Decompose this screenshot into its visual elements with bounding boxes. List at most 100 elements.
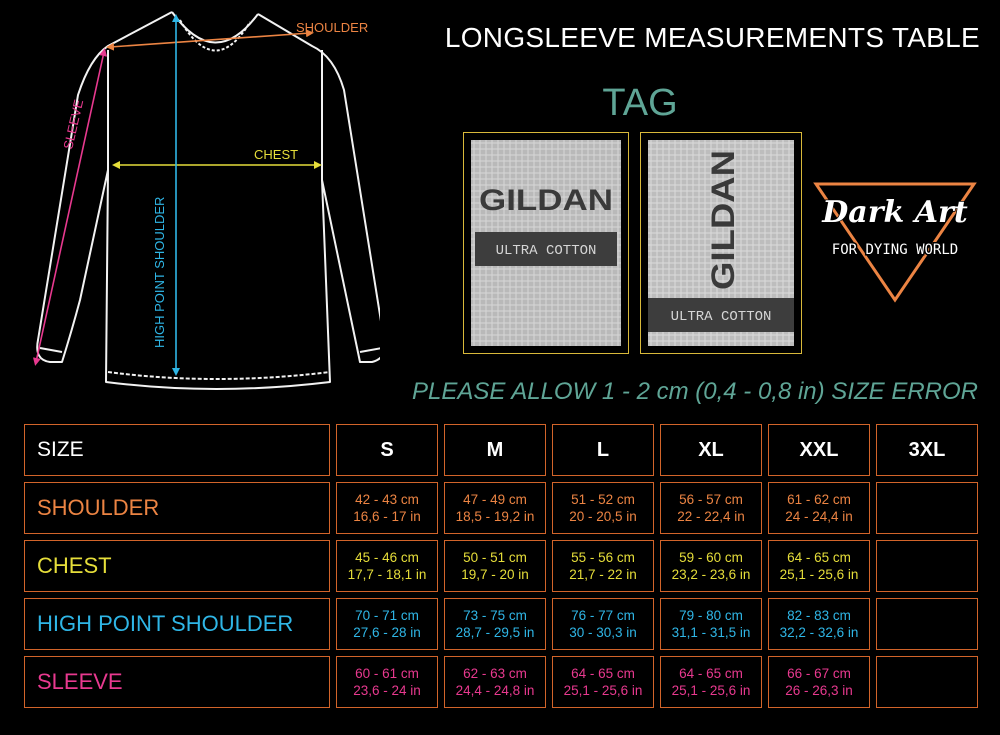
shirt-outline — [36, 11, 380, 390]
measurement-in: 23,6 - 24 in — [353, 683, 421, 698]
size-header-xl: XL — [660, 424, 762, 476]
longsleeve-diagram: SHOULDER CHEST HIGH POINT SHOULDER SLEEV… — [32, 11, 380, 390]
measurement-cell — [876, 656, 978, 708]
measurement-cell: 60 - 61 cm 23,6 - 24 in — [336, 656, 438, 708]
measurement-cell: 50 - 51 cm 19,7 - 20 in — [444, 540, 546, 592]
measurement-cell: 56 - 57 cm 22 - 22,4 in — [660, 482, 762, 534]
dark-art-logo: Dark Art FOR DYING WORLD — [813, 182, 977, 303]
measurement-cm: 51 - 52 cm — [571, 492, 635, 507]
table-row-sleeve: SLEEVE 60 - 61 cm 23,6 - 24 in 62 - 63 cm 24… — [24, 656, 978, 708]
measurement-in: 30 - 30,3 in — [569, 625, 637, 640]
measurement-in: 20 - 20,5 in — [569, 509, 637, 524]
measurement-cm: 73 - 75 cm — [463, 608, 527, 623]
measurement-cell: 55 - 56 cm 21,7 - 22 in — [552, 540, 654, 592]
tag-photo-vertical: GILDAN ULTRA COTTON — [640, 132, 802, 354]
measurement-cm: 59 - 60 cm — [679, 550, 743, 565]
size-header-l: L — [552, 424, 654, 476]
measurement-cm: 61 - 62 cm — [787, 492, 851, 507]
measurement-cm: 56 - 57 cm — [679, 492, 743, 507]
measurement-cm: 50 - 51 cm — [463, 550, 527, 565]
measurement-cell: 79 - 80 cm 31,1 - 31,5 in — [660, 598, 762, 650]
measurement-in: 28,7 - 29,5 in — [455, 625, 535, 640]
hps-label: HIGH POINT SHOULDER — [152, 197, 167, 348]
measurement-cm: 82 - 83 cm — [787, 608, 851, 623]
measurement-cm: 79 - 80 cm — [679, 608, 743, 623]
measurement-cell: 64 - 65 cm 25,1 - 25,6 in — [768, 540, 870, 592]
size-error-note: PLEASE ALLOW 1 - 2 cm (0,4 - 0,8 in) SIZ… — [412, 378, 978, 405]
tag-sub-text: ULTRA COTTON — [496, 243, 597, 259]
measurement-cell: 59 - 60 cm 23,2 - 23,6 in — [660, 540, 762, 592]
logo-line1: Dark Art — [821, 195, 968, 230]
sleeve-label: SLEEVE — [60, 98, 86, 151]
chest-label: CHEST — [254, 147, 298, 162]
measurement-cell — [876, 598, 978, 650]
measurement-in: 26 - 26,3 in — [785, 683, 853, 698]
measurement-cm: 64 - 65 cm — [787, 550, 851, 565]
measurement-cell: 82 - 83 cm 32,2 - 32,6 in — [768, 598, 870, 650]
size-header-xxl: XXL — [768, 424, 870, 476]
size-header-3xl: 3XL — [876, 424, 978, 476]
measurement-in: 17,7 - 18,1 in — [347, 567, 427, 582]
measurement-cell: 47 - 49 cm 18,5 - 19,2 in — [444, 482, 546, 534]
measurement-cm: 64 - 65 cm — [679, 666, 743, 681]
measurement-cm: 42 - 43 cm — [355, 492, 419, 507]
shoulder-line — [106, 29, 314, 51]
table-body: SHOULDER 42 - 43 cm 16,6 - 17 in 47 - 49 cm… — [24, 482, 978, 708]
measurement-in: 32,2 - 32,6 in — [779, 625, 859, 640]
tag-brand-text-vertical: GILDAN — [705, 150, 741, 290]
measurement-in: 25,1 - 25,6 in — [563, 683, 643, 698]
measurement-cm: 66 - 67 cm — [787, 666, 851, 681]
measurement-cm: 64 - 65 cm — [571, 666, 635, 681]
measurement-cell: 62 - 63 cm 24,4 - 24,8 in — [444, 656, 546, 708]
logo-line2: FOR DYING WORLD — [832, 242, 958, 258]
measurement-cm: 55 - 56 cm — [571, 550, 635, 565]
measurement-cell: 45 - 46 cm 17,7 - 18,1 in — [336, 540, 438, 592]
tag-photo-horizontal: GILDAN ULTRA COTTON — [463, 132, 629, 354]
tag-brand-text: GILDAN — [479, 184, 613, 217]
row-label: CHEST — [24, 540, 330, 592]
tag-title: TAG — [602, 82, 678, 124]
size-header-s: S — [336, 424, 438, 476]
measurement-cell: 73 - 75 cm 28,7 - 29,5 in — [444, 598, 546, 650]
row-label: SHOULDER — [24, 482, 330, 534]
measurement-cm: 60 - 61 cm — [355, 666, 419, 681]
shoulder-label: SHOULDER — [296, 20, 368, 35]
measurement-cm: 45 - 46 cm — [355, 550, 419, 565]
measurement-cell: 70 - 71 cm 27,6 - 28 in — [336, 598, 438, 650]
table-row-chest: CHEST 45 - 46 cm 17,7 - 18,1 in 50 - 51 cm 1… — [24, 540, 978, 592]
measurement-in: 23,2 - 23,6 in — [671, 567, 751, 582]
measurement-in: 24 - 24,4 in — [785, 509, 853, 524]
measurement-cm: 76 - 77 cm — [571, 608, 635, 623]
measurement-in: 16,6 - 17 in — [353, 509, 421, 524]
measurement-in: 21,7 - 22 in — [569, 567, 637, 582]
measurement-in: 18,5 - 19,2 in — [455, 509, 535, 524]
table-header-row: SIZE S M L XL XXL 3XL — [24, 424, 978, 476]
page-title: LONGSLEEVE MEASUREMENTS TABLE — [444, 22, 980, 53]
measurement-cell — [876, 482, 978, 534]
measurement-in: 25,1 - 25,6 in — [779, 567, 859, 582]
table-row-shoulder: SHOULDER 42 - 43 cm 16,6 - 17 in 47 - 49 cm… — [24, 482, 978, 534]
measurement-cm: 47 - 49 cm — [463, 492, 527, 507]
measurement-cell: 42 - 43 cm 16,6 - 17 in — [336, 482, 438, 534]
measurement-cm: 70 - 71 cm — [355, 608, 419, 623]
measurement-in: 19,7 - 20 in — [461, 567, 529, 582]
measurement-cell — [876, 540, 978, 592]
measurement-in: 25,1 - 25,6 in — [671, 683, 751, 698]
measurement-in: 31,1 - 31,5 in — [671, 625, 751, 640]
size-header-label: SIZE — [24, 424, 330, 476]
measurement-cell: 66 - 67 cm 26 - 26,3 in — [768, 656, 870, 708]
measurement-cell: 64 - 65 cm 25,1 - 25,6 in — [660, 656, 762, 708]
measurement-in: 22 - 22,4 in — [677, 509, 745, 524]
measurement-in: 27,6 - 28 in — [353, 625, 421, 640]
measurement-cell: 61 - 62 cm 24 - 24,4 in — [768, 482, 870, 534]
tag-sub-text-vertical: ULTRA COTTON — [671, 309, 772, 325]
row-label: SLEEVE — [24, 656, 330, 708]
measurement-in: 24,4 - 24,8 in — [455, 683, 535, 698]
sleeve-line — [32, 48, 108, 366]
measurement-cm: 62 - 63 cm — [463, 666, 527, 681]
measurement-cell: 76 - 77 cm 30 - 30,3 in — [552, 598, 654, 650]
size-header-m: M — [444, 424, 546, 476]
measurement-cell: 64 - 65 cm 25,1 - 25,6 in — [552, 656, 654, 708]
